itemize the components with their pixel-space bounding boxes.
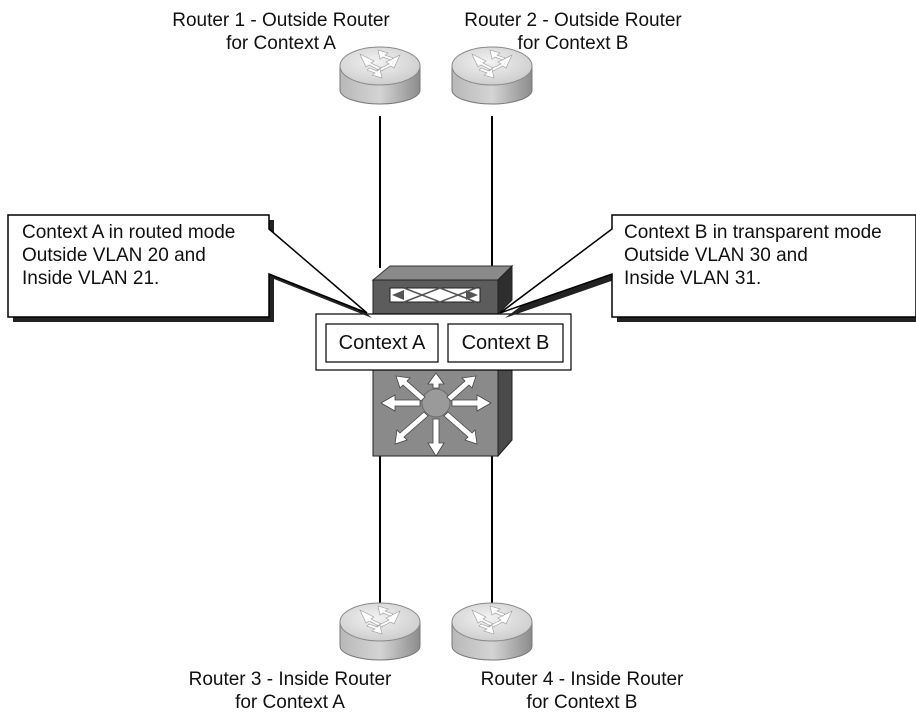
callout-context-a: Context A in routed mode Outside VLAN 20… [22,221,235,290]
context-a-label: Context A [338,332,426,354]
firewall-module-icon [371,264,514,316]
callout-a-shape [7,214,372,322]
callout-a-line1: Context A in routed mode [22,222,236,243]
router-4-icon [451,602,533,661]
router-1-label: Router 1 - Outside Router for Context A [166,9,396,55]
callout-context-b: Context B in transparent mode Outside VL… [624,221,882,290]
router-3-icon [339,602,421,661]
links [379,116,493,612]
callout-b-line2: Outside VLAN 30 and [624,245,808,266]
callout-b-line1: Context B in transparent mode [624,222,882,243]
router-1-icon [339,46,421,105]
callout-a-line3: Inside VLAN 21. [22,268,160,289]
router-2-label-line2: for Context B [517,33,629,54]
router-2-label-line1: Router 2 - Outside Router [464,10,682,31]
callout-b-shape [499,214,916,322]
context-b-box [447,323,564,363]
router-3-label: Router 3 - Inside Router for Context A [180,668,400,714]
multilayer-switch-icon [372,354,513,458]
router-3-label-line1: Router 3 - Inside Router [188,669,392,690]
router-2-icon [451,46,533,105]
router-1-label-line2: for Context A [226,33,336,54]
context-b-label: Context B [461,332,550,354]
router-4-label-line2: for Context B [526,692,638,713]
router-4-label-line1: Router 4 - Inside Router [480,669,684,690]
router-2-label: Router 2 - Outside Router for Context B [458,9,688,55]
context-a-box [325,323,439,363]
context-band [315,313,572,371]
router-3-label-line2: for Context A [235,692,345,713]
router-4-label: Router 4 - Inside Router for Context B [472,668,692,714]
router-1-label-line1: Router 1 - Outside Router [172,10,390,31]
callout-b-line3: Inside VLAN 31. [624,268,762,289]
callout-a-line2: Outside VLAN 20 and [22,245,206,266]
